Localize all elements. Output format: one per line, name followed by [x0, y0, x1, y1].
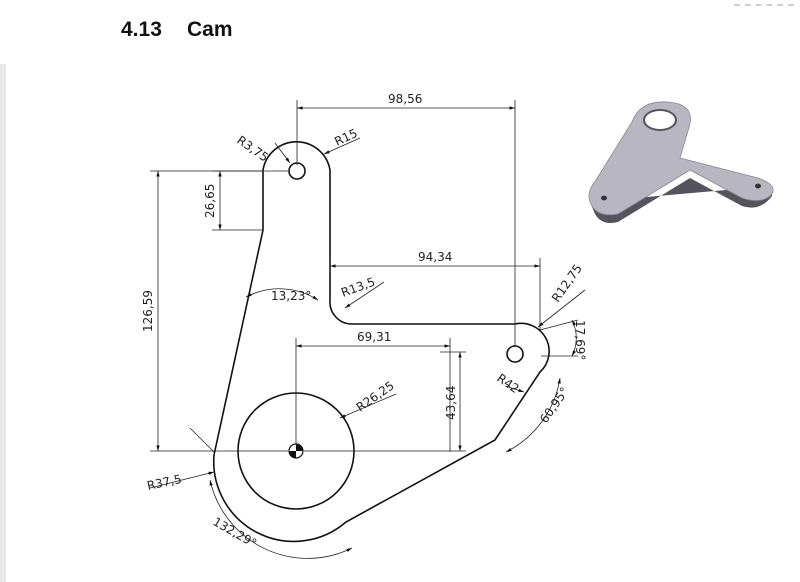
right-hole — [506, 345, 524, 363]
dim-radius-top-end: R15 — [332, 126, 359, 149]
dim-radius-inner-corner: R13,5 — [339, 275, 377, 300]
dim-radius-right-end: R12,75 — [549, 262, 585, 305]
dim-angle-arc: 60,95° — [537, 385, 572, 426]
isometric-part-image — [588, 101, 774, 223]
dim-radius-top-hole: R3,75 — [234, 133, 271, 165]
section-title: Cam — [187, 18, 233, 41]
center-mark — [288, 443, 304, 459]
dim-height-center: 43,64 — [444, 386, 458, 420]
dim-angle-right: 17,69° — [573, 320, 587, 360]
dim-radius-left-arc: R37,5 — [146, 472, 183, 493]
section-number: 4.13 — [121, 18, 162, 41]
page-corner-mark — [734, 0, 794, 6]
dim-angle-left: 13,23° — [271, 289, 311, 303]
page-margin-rule — [0, 64, 6, 582]
dim-hole-offset: 26,65 — [203, 184, 217, 218]
dim-width-mid: 94,34 — [418, 250, 452, 264]
dim-total-height: 126,59 — [141, 290, 155, 332]
top-hole — [288, 162, 306, 180]
page-title: 4.13 Cam — [121, 18, 233, 42]
dim-width-top: 98,56 — [388, 92, 422, 106]
dim-angle-bottom: 132,29° — [211, 514, 260, 550]
dim-width-center: 69,31 — [357, 330, 391, 344]
dim-radius-right-arc: R42 — [494, 371, 521, 396]
